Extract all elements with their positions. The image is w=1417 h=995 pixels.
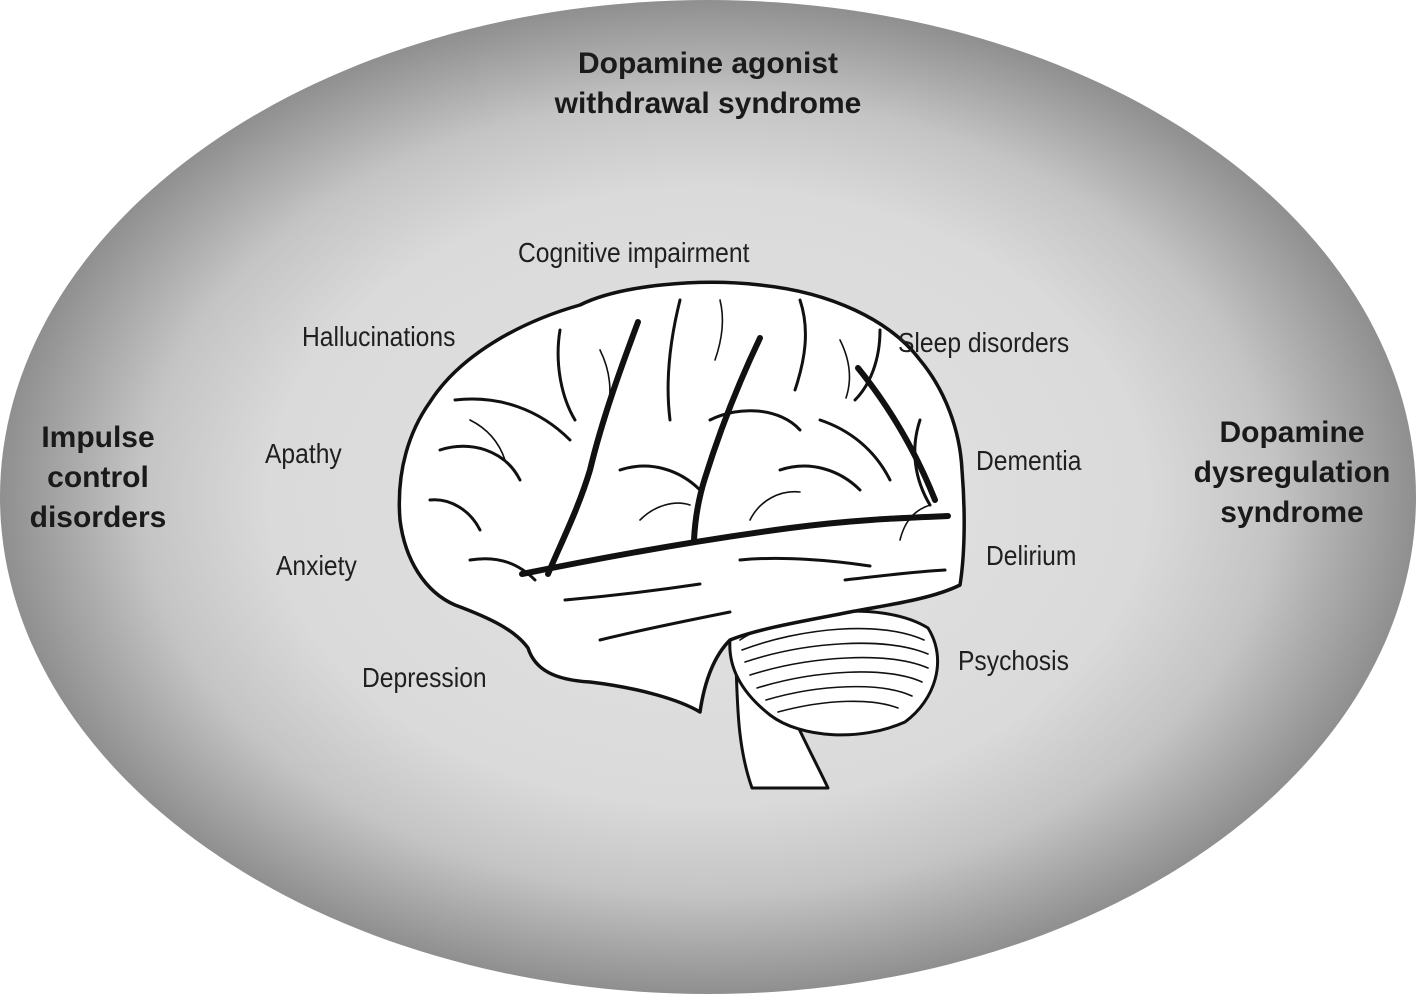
outer-right-line-3: syndrome (1220, 496, 1364, 529)
symptom-delirium: Delirium (986, 540, 1077, 571)
outer-label-left: Impulse control disorders (8, 418, 188, 538)
outer-left-line-3: disorders (29, 501, 167, 534)
outer-top-line-1: Dopamine agonist (577, 47, 839, 80)
cerebrum (397, 280, 966, 714)
symptom-hallucinations: Hallucinations (302, 321, 456, 352)
brain-gyri (428, 298, 947, 642)
symptom-cognitive-impairment: Cognitive impairment (518, 237, 750, 268)
symptom-apathy: Apathy (265, 438, 342, 469)
symptom-anxiety: Anxiety (276, 550, 357, 581)
outer-label-top: Dopamine agonist withdrawal syndrome (508, 44, 908, 124)
outer-right-line-2: dysregulation (1193, 456, 1391, 489)
outer-top-line-2: withdrawal syndrome (554, 87, 862, 120)
brain-fine-lines (469, 299, 931, 541)
symptom-dementia: Dementia (976, 445, 1082, 476)
symptom-sleep-disorders: Sleep disorders (898, 327, 1070, 358)
outer-left-line-1: Impulse (41, 421, 155, 454)
outer-left-line-2: control (47, 461, 149, 494)
outer-label-right: Dopamine dysregulation syndrome (1172, 413, 1412, 533)
symptom-psychosis: Psychosis (958, 645, 1069, 676)
brain-illustration (397, 280, 966, 790)
symptom-depression: Depression (362, 662, 487, 693)
outer-right-line-1: Dopamine (1219, 416, 1365, 449)
